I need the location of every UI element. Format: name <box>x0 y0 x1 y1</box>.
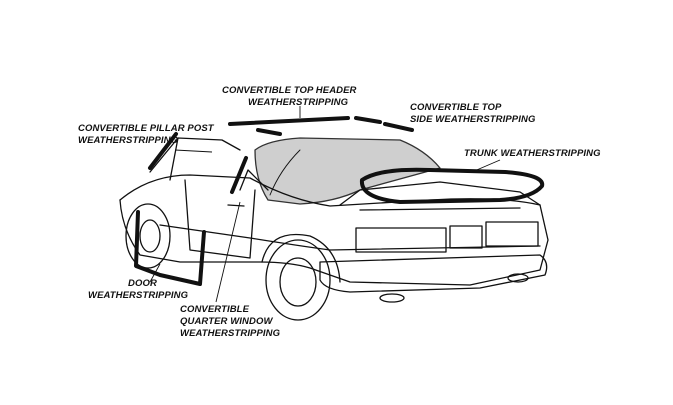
windshield-pillar <box>169 137 179 181</box>
body-crease <box>159 224 541 251</box>
label-pillar: CONVERTIBLE PILLAR POST WEATHERSTRIPPING <box>78 123 214 146</box>
front-wheel <box>125 203 171 269</box>
leader-trunk <box>471 159 501 173</box>
leader-pillar <box>174 149 213 153</box>
label-header: CONVERTIBLE TOP HEADER WEATHERSTRIPPING <box>222 85 357 108</box>
quarter-window-weatherstrip <box>230 156 248 194</box>
label-side: CONVERTIBLE TOP SIDE WEATHERSTRIPPING <box>410 102 536 125</box>
convertible-top <box>254 137 441 205</box>
side-weatherstrip-2 <box>383 122 414 132</box>
label-trunk: TRUNK WEATHERSTRIPPING <box>464 148 601 159</box>
front-wheel-hub <box>139 219 161 253</box>
side-weatherstrip <box>354 116 382 124</box>
door-outline <box>184 179 256 259</box>
leader-quarter <box>215 201 241 303</box>
top-inner-line <box>269 149 301 196</box>
exhaust-left <box>379 293 405 303</box>
label-quarter: CONVERTIBLE QUARTER WINDOW WEATHERSTRIPP… <box>180 304 281 339</box>
taillight-right <box>485 221 539 247</box>
taillight-left <box>355 227 447 253</box>
quarter-window <box>239 169 269 191</box>
rear-wheel <box>265 239 331 321</box>
door-weatherstrip <box>134 210 206 286</box>
leader-door <box>149 263 161 283</box>
rear-wheel-arch <box>261 233 341 283</box>
rear-bumper <box>319 254 548 293</box>
rear-deck-lid <box>359 207 521 211</box>
pillar-weatherstrip <box>148 132 178 170</box>
license-plate <box>449 225 483 249</box>
header-weatherstrip-segment <box>256 128 282 136</box>
label-door: DOOR WEATHERSTRIPPING <box>88 278 189 301</box>
trunk-weatherstrip <box>359 167 545 204</box>
windshield-frame <box>149 137 241 173</box>
rear-wheel-hub <box>279 257 317 307</box>
door-handle <box>227 204 245 207</box>
body-side <box>119 199 549 286</box>
exhaust-right <box>507 273 529 283</box>
header-weatherstrip <box>228 116 350 126</box>
